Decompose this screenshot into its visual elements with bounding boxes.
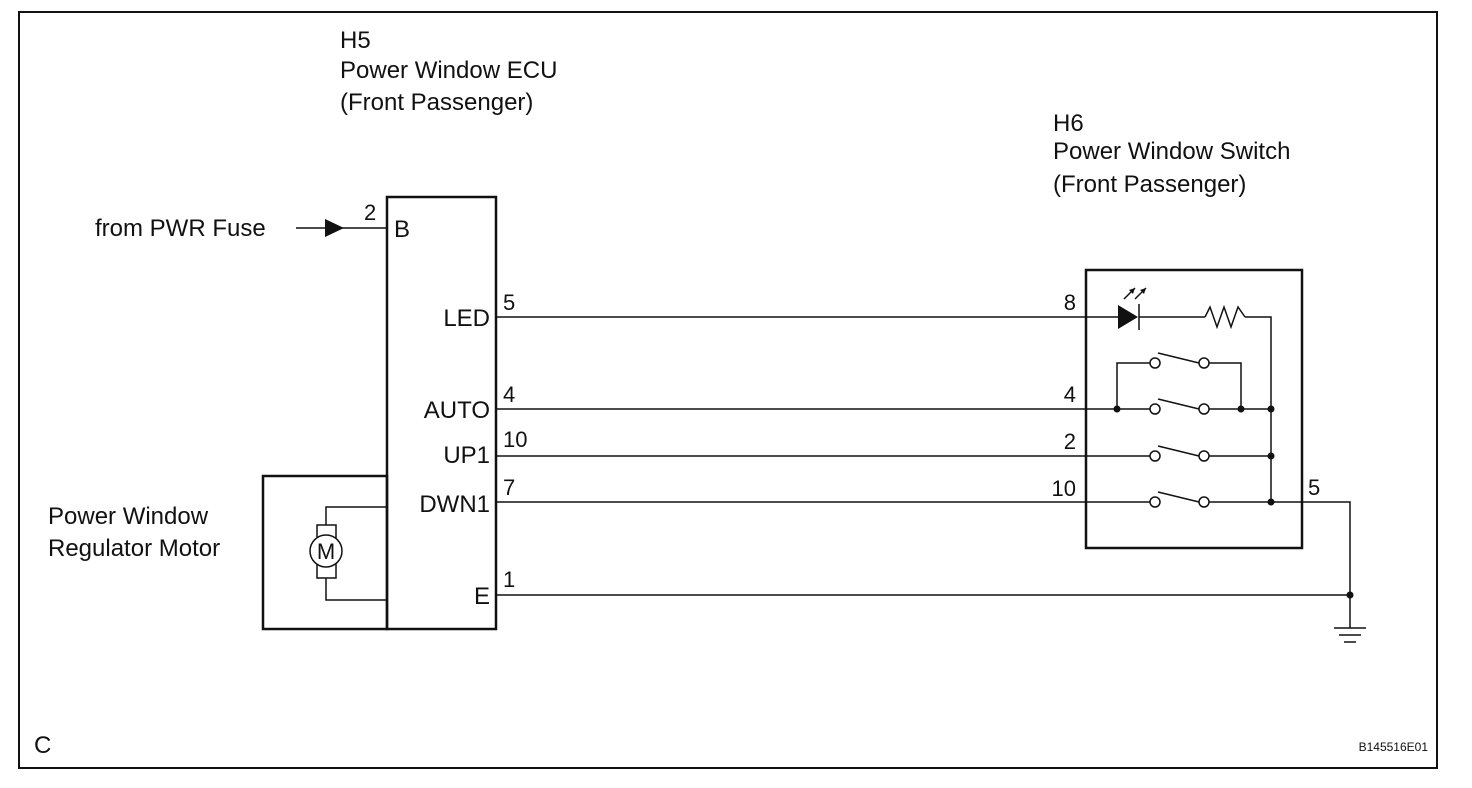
- down-switch-icon: [1149, 491, 1275, 508]
- ecu-name-label: Power Window ECU: [340, 57, 557, 84]
- switch-pin-DWN1: 10: [1052, 476, 1076, 501]
- ecu-connector-label: H5: [340, 27, 371, 54]
- ecu-terminal-E: E: [474, 583, 490, 610]
- ecu-box: [385, 195, 498, 631]
- switch-pin-UP1: 2: [1064, 429, 1076, 454]
- ecu-pin-DWN1: 7: [503, 475, 515, 500]
- led-icon: [1118, 287, 1147, 330]
- fuse-arrow: [325, 219, 344, 237]
- ecu-terminal-LED: LED: [443, 305, 490, 332]
- switch-ground-wire: [1271, 501, 1351, 628]
- motor-housing: [261, 474, 389, 631]
- ecu-terminal-DWN1: DWN1: [419, 491, 490, 518]
- auto-switch-icon: [1113, 352, 1275, 415]
- switch-box: [1084, 268, 1304, 550]
- switch-side-label: (Front Passenger): [1053, 171, 1246, 198]
- ground-icon: [1334, 627, 1366, 643]
- up-switch-icon: [1149, 445, 1275, 462]
- switch-pin-AUTO: 4: [1064, 382, 1076, 407]
- switch-pin-GND: 5: [1308, 475, 1320, 500]
- corner-label: C: [34, 732, 51, 759]
- ecu-pin-E: 1: [503, 567, 515, 592]
- switch-pin-LED: 8: [1064, 290, 1076, 315]
- figure-code: B145516E01: [1359, 740, 1429, 754]
- ecu-pin-B: 2: [364, 200, 376, 225]
- fuse-source-label: from PWR Fuse: [95, 215, 266, 242]
- ecu-terminal-AUTO: AUTO: [424, 397, 490, 424]
- ecu-terminal-UP1: UP1: [443, 442, 490, 469]
- switch-connector-label: H6: [1053, 110, 1084, 137]
- ecu-side-label: (Front Passenger): [340, 89, 533, 116]
- switch-name-label: Power Window Switch: [1053, 138, 1290, 165]
- resistor-to-bus-wire: [1245, 316, 1272, 502]
- motor-symbol: M: [309, 506, 387, 601]
- ecu-terminal-B: B: [394, 216, 410, 243]
- motor-label-line1: Power Window: [48, 503, 209, 530]
- ecu-pin-LED: 5: [503, 290, 515, 315]
- motor-label-line2: Regulator Motor: [48, 535, 220, 562]
- motor-symbol-letter: M: [317, 539, 335, 564]
- ecu-pin-AUTO: 4: [503, 382, 515, 407]
- ecu-pin-UP1: 10: [503, 427, 527, 452]
- resistor-icon: [1204, 304, 1246, 330]
- diagram-frame: [18, 11, 1438, 769]
- ground-junction-dot: [1346, 591, 1354, 599]
